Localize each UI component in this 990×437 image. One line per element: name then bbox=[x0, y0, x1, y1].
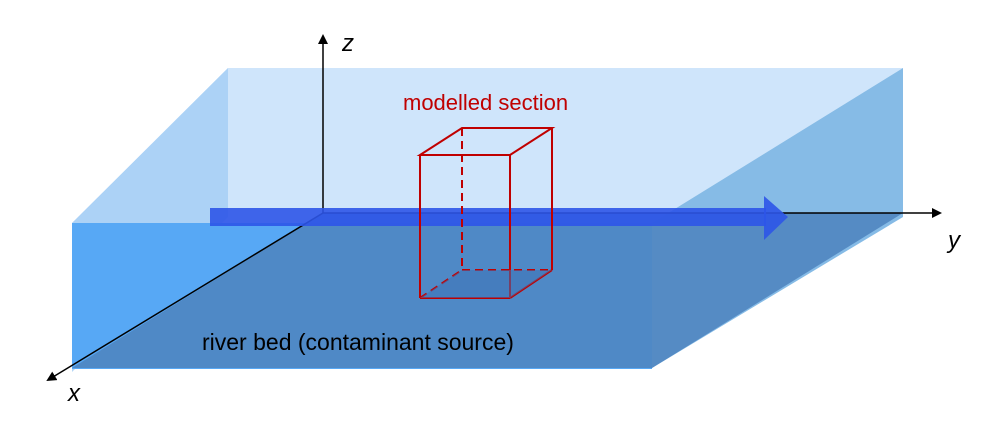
x-axis-label: x bbox=[67, 380, 81, 407]
river-bed-label: river bed (contaminant source) bbox=[202, 329, 514, 355]
modelled-section-bottom-shade bbox=[420, 270, 552, 298]
y-axis-label: y bbox=[946, 227, 962, 254]
z-axis-label: z bbox=[341, 30, 354, 57]
water-top-face bbox=[72, 68, 903, 223]
flow-arrow bbox=[210, 196, 788, 240]
modelled-section-label: modelled section bbox=[403, 90, 568, 115]
x-axis bbox=[46, 212, 324, 382]
